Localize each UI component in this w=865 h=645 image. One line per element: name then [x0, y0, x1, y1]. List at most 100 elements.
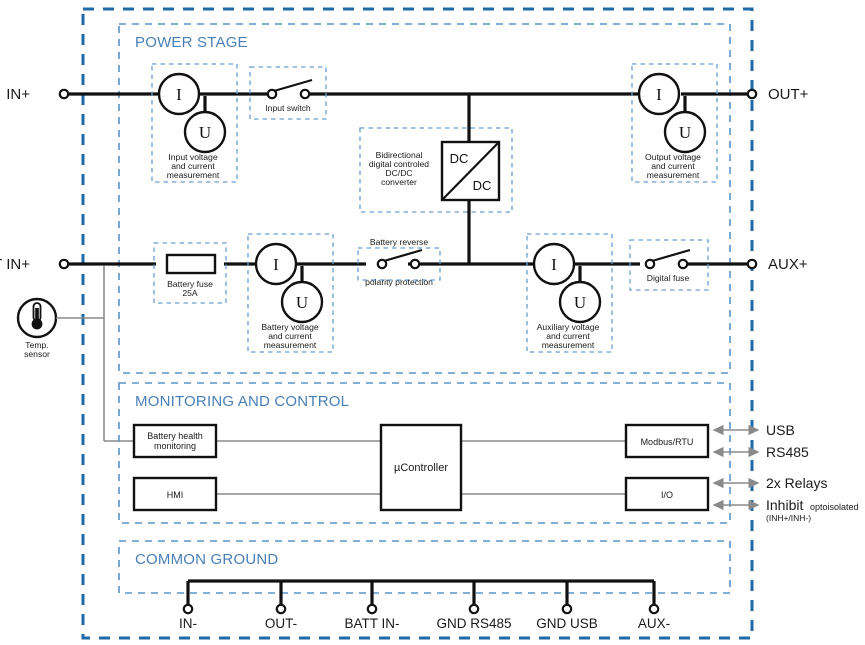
reverse-protection-contact-left	[376, 258, 388, 270]
temp-sensor-group: Temp. sensor	[16, 266, 134, 442]
output-voltage-symbol: U	[679, 123, 691, 142]
aux-measurement-caption-line-3: measurement	[542, 340, 595, 350]
port-relays-label: 2x Relays	[766, 475, 827, 491]
dcdc-caption-line-2: digital controled	[369, 159, 429, 169]
microcontroller-box	[379, 423, 463, 512]
output-current-meter-icon	[637, 72, 681, 116]
ground-terminal-aux-minus-label: AUX-	[638, 616, 670, 631]
digital-fuse-contact-left	[644, 258, 656, 270]
aux-measurement-caption-line-2: and current	[546, 331, 590, 341]
battery-health-monitoring-block[interactable]: Battery health monitoring	[132, 423, 218, 459]
external-ports-group: USB RS485 2x Relays Inhibit optoisolated…	[712, 422, 859, 523]
input-switch-blade	[273, 78, 313, 93]
digital-fuse-blade	[651, 248, 691, 263]
modbus-rtu-box	[624, 423, 710, 459]
output-measurement-caption-line-1: Output voltage	[645, 152, 701, 162]
terminal-out-plus-label: OUT+	[768, 86, 809, 103]
input-measurement-caption-line-1: Input voltage	[168, 152, 217, 162]
battery-voltage-symbol: U	[296, 293, 308, 312]
input-voltage-symbol: U	[199, 123, 211, 142]
ground-terminal-gnd-rs485-label: GND RS485	[436, 616, 511, 631]
dcdc-bottom-glyph: DC	[473, 178, 492, 193]
input-current-symbol: I	[176, 85, 182, 104]
aux-voltage-meter-icon	[558, 280, 602, 324]
dcdc-converter-group: DC DC Bidirectional digital controled DC…	[359, 94, 513, 264]
digital-fuse-contact-right	[677, 258, 689, 270]
terminal-batt-in-plus-label: BATT IN+	[0, 256, 30, 273]
battery-fuse-caption-line-2: 25A	[182, 288, 198, 298]
reverse-protection-contact-right	[409, 258, 421, 270]
hmi-box	[132, 476, 218, 512]
common-ground-boundary	[118, 540, 731, 594]
battery-fuse-caption-line-1: Battery fuse	[167, 279, 213, 289]
terminal-aux-plus-dot	[746, 258, 758, 270]
input-measurement-group: I U Input voltage and current measuremen…	[151, 63, 238, 183]
ground-terminal-gnd-usb-dot	[561, 603, 573, 615]
aux-measurement-caption-line-1: Auxiliary voltage	[537, 322, 600, 332]
aux-voltage-symbol: U	[574, 293, 586, 312]
input-voltage-meter-icon	[183, 110, 227, 154]
modbus-rtu-label: Modbus/RTU	[641, 437, 694, 447]
modbus-rtu-block[interactable]: Modbus/RTU	[624, 423, 710, 459]
hmi-label: HMI	[167, 490, 184, 500]
monitoring-title: MONITORING AND CONTROL	[135, 393, 349, 410]
ground-terminal-in-minus-dot	[182, 603, 194, 615]
output-measurement-caption-line-3: measurement	[647, 170, 700, 180]
reverse-polarity-boundary	[357, 247, 441, 281]
reverse-polarity-label-top: Battery reverse	[370, 237, 428, 247]
input-switch-group[interactable]: Input switch	[249, 66, 327, 120]
dcdc-diagonal	[442, 142, 499, 200]
battery-measurement-caption-line-1: Battery voltage	[261, 322, 319, 332]
battery-voltage-meter-icon	[280, 280, 324, 324]
digital-fuse-label: Digital fuse	[647, 273, 690, 283]
ground-terminal-batt-in-minus-label: BATT IN-	[344, 616, 399, 631]
io-label: I/O	[661, 490, 673, 500]
aux-current-symbol: I	[551, 255, 557, 274]
power-stage-boundary	[118, 23, 731, 374]
ground-terminal-batt-in-minus-dot	[366, 603, 378, 615]
terminal-batt-in-plus-dot	[58, 258, 70, 270]
digital-fuse-boundary	[629, 239, 709, 291]
reverse-polarity-label-bottom: polarity protection	[365, 277, 433, 287]
battery-current-meter-icon	[254, 242, 298, 286]
battery-health-label-line-1: Battery health	[147, 431, 203, 441]
dcdc-caption-line-3: DC/DC	[385, 168, 412, 178]
battery-current-symbol: I	[273, 255, 279, 274]
input-switch-contact-left	[266, 88, 278, 100]
port-inhibit-label: Inhibit	[766, 497, 803, 513]
device-boundary	[81, 7, 754, 640]
input-switch-contact-right	[299, 88, 311, 100]
ground-terminal-in-minus-label: IN-	[179, 616, 197, 631]
common-ground-title: COMMON GROUND	[135, 551, 278, 568]
battery-health-label-line-2: monitoring	[154, 441, 196, 451]
common-ground-bus-group: IN- OUT- BATT IN- GND RS485 GND USB AUX-	[179, 579, 670, 631]
ground-terminal-aux-minus-dot	[648, 603, 660, 615]
microcontroller-block[interactable]: µController	[379, 423, 463, 512]
ground-terminal-out-minus-dot	[275, 603, 287, 615]
ground-terminal-gnd-rs485-dot	[468, 603, 480, 615]
thermometer-icon-mercury	[35, 308, 39, 324]
port-inhibit-note: optoisolated	[810, 502, 859, 512]
reverse-protection-blade	[383, 248, 423, 263]
output-voltage-meter-icon	[663, 110, 707, 154]
input-measurement-boundary	[151, 63, 238, 183]
io-box	[624, 476, 710, 512]
digital-fuse-group[interactable]: Digital fuse	[629, 239, 709, 291]
ground-terminal-out-minus-label: OUT-	[265, 616, 297, 631]
input-switch-label: Input switch	[265, 103, 311, 113]
io-block[interactable]: I/O	[624, 476, 710, 512]
terminal-aux-plus-label: AUX+	[768, 256, 808, 273]
dcdc-top-glyph: DC	[450, 151, 469, 166]
port-usb-label: USB	[766, 422, 795, 438]
battery-fuse-symbol	[165, 253, 217, 275]
temp-sensor-caption-line-1: Temp.	[25, 340, 48, 350]
input-switch-boundary	[249, 66, 327, 120]
power-stage-title: POWER STAGE	[135, 34, 248, 51]
auxiliary-measurement-group: I U Auxiliary voltage and current measur…	[526, 233, 613, 353]
battery-measurement-caption-line-3: measurement	[264, 340, 317, 350]
battery-fuse-group: Battery fuse 25A	[153, 242, 227, 304]
hmi-block[interactable]: HMI	[132, 476, 218, 512]
battery-fuse-boundary	[153, 242, 227, 304]
terminal-in-plus-label: IN+	[6, 86, 30, 103]
